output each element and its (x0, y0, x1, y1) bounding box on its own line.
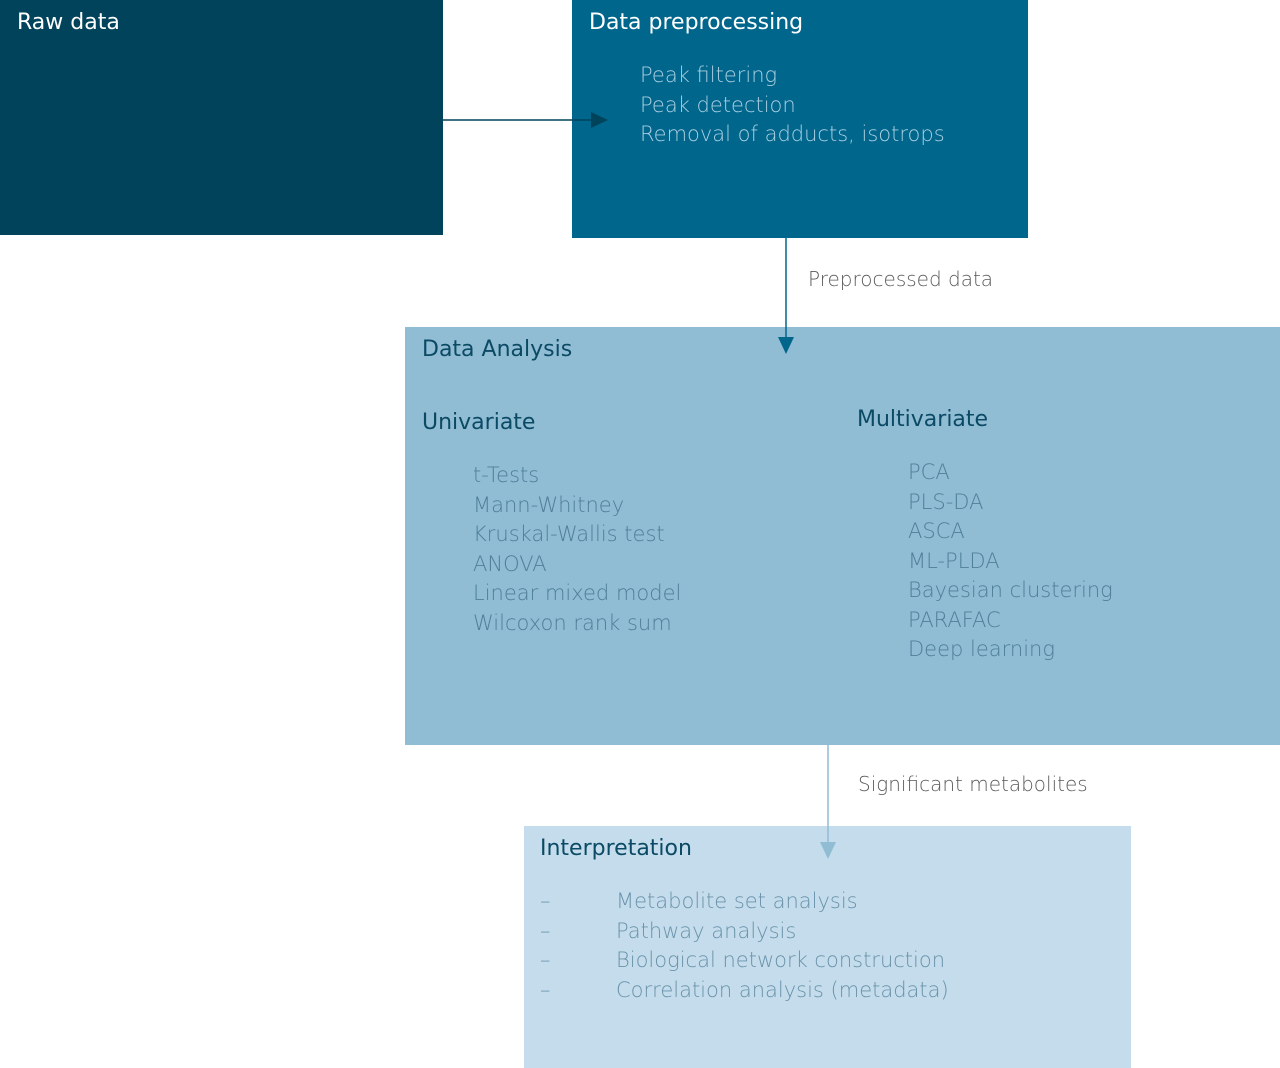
multivariate-item: ML-PLDA (908, 549, 1000, 573)
analysis-box: Data Analysis Univariate t-Tests Mann-Wh… (405, 327, 1280, 745)
interpretation-item: Correlation analysis (metadata) (616, 978, 949, 1002)
preprocessed-data-label: Preprocessed data (808, 267, 994, 291)
multivariate-item: Deep learning (908, 637, 1055, 661)
preprocessing-box: Data preprocessing Peak filtering Peak d… (572, 0, 1028, 238)
interpretation-bullet: – (540, 919, 551, 943)
univariate-item: Wilcoxon rank sum (473, 611, 672, 635)
multivariate-item: PARAFAC (908, 608, 1001, 632)
preprocessing-item: Peak filtering (640, 63, 778, 87)
univariate-heading: Univariate (422, 410, 536, 435)
univariate-item: t-Tests (473, 463, 540, 487)
multivariate-item: PLS-DA (908, 490, 984, 514)
univariate-item: Mann-Whitney (473, 493, 625, 517)
interpretation-title: Interpretation (540, 836, 692, 861)
interpretation-item: Pathway analysis (616, 919, 797, 943)
univariate-item: ANOVA (473, 552, 547, 576)
interpretation-bullet: – (540, 889, 551, 913)
significant-metabolites-label: Significant metabolites (858, 772, 1088, 796)
univariate-item: Linear mixed model (473, 581, 682, 605)
interpretation-bullet: – (540, 948, 551, 972)
raw-data-box: Raw data (0, 0, 443, 235)
interpretation-box: Interpretation – Metabolite set analysis… (524, 826, 1131, 1068)
preprocessing-item: Removal of adducts, isotrops (640, 122, 945, 146)
analysis-title: Data Analysis (422, 337, 573, 362)
multivariate-item: PCA (908, 460, 950, 484)
interpretation-bullet: – (540, 978, 551, 1002)
interpretation-item: Biological network construction (616, 948, 946, 972)
arrow-preprocessing-to-analysis (778, 238, 794, 354)
multivariate-item: Bayesian clustering (908, 578, 1113, 602)
arrow-analysis-to-interpretation (820, 745, 836, 859)
preprocessing-title: Data preprocessing (589, 10, 804, 35)
raw-data-title: Raw data (17, 10, 120, 35)
multivariate-heading: Multivariate (857, 407, 989, 432)
preprocessing-item: Peak detection (640, 93, 796, 117)
multivariate-item: ASCA (908, 519, 965, 543)
interpretation-item: Metabolite set analysis (616, 889, 858, 913)
arrow-raw-to-preprocessing (443, 112, 608, 128)
univariate-item: Kruskal-Wallis test (473, 522, 665, 546)
